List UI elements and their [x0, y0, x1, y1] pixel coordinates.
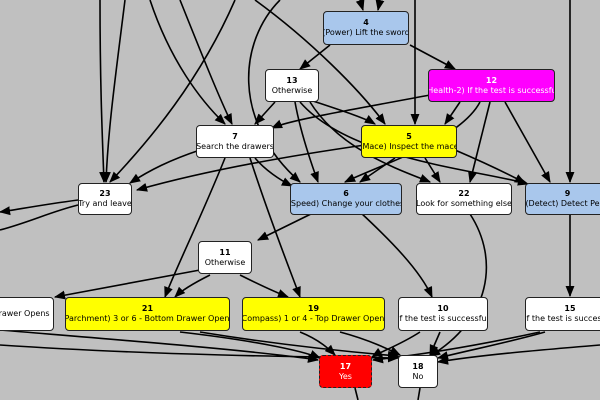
- edge-19-to-18: [339, 331, 402, 356]
- node-13-label: Otherwise: [271, 85, 313, 95]
- node-17-label: Yes: [339, 371, 352, 381]
- edge-13-to-5: [309, 99, 376, 125]
- edge-7-to-6: [254, 157, 294, 187]
- node-15-label: If the test is successful: [526, 314, 600, 323]
- node-left-label: Drawer Opens: [0, 309, 50, 318]
- edge-7-to-21: [164, 157, 226, 299]
- node-13-number: 13: [286, 75, 298, 85]
- edge-13-to-9: [299, 101, 530, 186]
- node-5-label: (Mace) Inspect the mace: [361, 141, 457, 151]
- node-19[interactable]: 19 (Compass) 1 or 4 - Top Drawer Opens: [242, 297, 385, 331]
- node-7-label: Search the drawers: [196, 141, 274, 151]
- edge-to-4-a: [355, 0, 365, 12]
- edge-12-to-7: [270, 94, 431, 129]
- edge-5-to-22: [424, 157, 441, 183]
- edge-22-to-18: [429, 213, 488, 357]
- node-7-number: 7: [232, 131, 238, 141]
- node-21[interactable]: 21 (Parchment) 3 or 6 - Bottom Drawer Op…: [65, 297, 230, 331]
- node-6-label: (Speed) Change your clothes: [290, 199, 402, 208]
- node-12-number: 12: [485, 75, 498, 85]
- edge-11-to-left: [53, 269, 201, 300]
- edge-17-off-bottom: [354, 387, 359, 400]
- node-23-label: Try and leave: [78, 199, 132, 208]
- node-9-label: (Detect) Detect Peop: [525, 199, 600, 208]
- edge-13-to-7: [254, 101, 276, 125]
- edge-top-to-23-c: [109, 0, 236, 183]
- node-12-label: (Health-2) If the test is successful: [428, 85, 555, 95]
- edge-11-to-19: [239, 274, 290, 298]
- edge-5-to-6: [359, 157, 396, 183]
- edge-top-to-23-b: [101, 0, 126, 184]
- edge-10-to-18: [429, 331, 441, 357]
- edge-right-to-18: [436, 344, 600, 365]
- edge-21-to-17: [179, 331, 322, 359]
- edge-15-to-18: [436, 331, 546, 360]
- node-21-label: (Parchment) 3 or 6 - Bottom Drawer Opens: [65, 314, 230, 323]
- edge-13-to-6: [294, 101, 319, 184]
- node-23-number: 23: [99, 189, 111, 198]
- edge-19-to-17: [299, 331, 336, 356]
- node-4-number: 4: [363, 18, 369, 27]
- node-15[interactable]: 15 If the test is successful: [525, 297, 600, 331]
- node-15-number: 15: [564, 304, 576, 313]
- node-22-label: Look for something else: [416, 199, 512, 208]
- node-21-number: 21: [141, 304, 154, 313]
- edge-7-to-23: [129, 149, 201, 184]
- node-17[interactable]: 17 Yes: [319, 355, 372, 388]
- edge-top-to-6: [247, 0, 301, 183]
- node-5[interactable]: 5 (Mace) Inspect the mace: [361, 125, 457, 158]
- edge-7-to-19: [249, 157, 301, 299]
- node-13[interactable]: 13 Otherwise: [265, 69, 319, 102]
- node-left-drawer-opens[interactable]: Drawer Opens: [0, 297, 54, 331]
- node-5-number: 5: [406, 131, 412, 141]
- node-22[interactable]: 22 Look for something else: [416, 183, 512, 215]
- edge-12-to-22: [468, 101, 491, 184]
- edge-6-to-11: [256, 211, 316, 241]
- node-9[interactable]: 9 (Detect) Detect Peop: [525, 183, 600, 215]
- node-11-number: 11: [219, 247, 231, 257]
- node-19-number: 19: [307, 304, 320, 313]
- node-12[interactable]: 12 (Health-2) If the test is successful: [428, 69, 555, 102]
- node-6[interactable]: 6 (Speed) Change your clothes: [290, 183, 402, 215]
- edge-4-to-13: [299, 44, 331, 70]
- edge-left-to-23: [0, 204, 79, 231]
- edge-5-to-23: [135, 144, 366, 192]
- edge-15-to-17: [371, 331, 541, 364]
- edge-top-to-7-b: [179, 0, 233, 126]
- edge-23-off-left: [0, 199, 79, 216]
- edge-12-to-5: [444, 101, 461, 125]
- node-11-label: Otherwise: [204, 257, 246, 267]
- node-10[interactable]: 10 If the test is successful: [398, 297, 488, 331]
- edge-5-to-9: [454, 149, 526, 184]
- node-22-number: 22: [458, 189, 470, 198]
- edge-top-to-7-a: [149, 0, 226, 125]
- node-23[interactable]: 23 Try and leave: [78, 183, 132, 215]
- node-10-number: 10: [437, 304, 449, 313]
- node-7[interactable]: 7 Search the drawers: [196, 125, 274, 158]
- node-10-label: If the test is successful: [398, 314, 488, 323]
- node-18-number: 18: [412, 361, 424, 371]
- edge-6-to-10: [359, 211, 433, 299]
- node-18-label: No: [412, 371, 424, 381]
- edge-12-to-9: [504, 101, 551, 183]
- node-18[interactable]: 18 No: [398, 355, 438, 388]
- node-6-number: 6: [343, 189, 349, 198]
- node-9-number: 9: [564, 189, 571, 198]
- edge-11-to-21: [174, 274, 211, 298]
- edge-top-to-23-a: [99, 0, 109, 184]
- edge-21-to-18: [199, 331, 400, 360]
- edge-top-to-5: [254, 0, 386, 125]
- edge-to-4-b: [375, 0, 385, 12]
- node-11[interactable]: 11 Otherwise: [198, 241, 252, 274]
- node-4-label: (Power) Lift the sword: [323, 28, 409, 37]
- edge-4-to-12: [409, 44, 456, 70]
- node-17-number: 17: [339, 361, 352, 371]
- edge-18-off-bottom: [417, 387, 421, 400]
- node-4[interactable]: 4 (Power) Lift the sword: [323, 11, 409, 45]
- node-19-label: (Compass) 1 or 4 - Top Drawer Opens: [242, 314, 385, 323]
